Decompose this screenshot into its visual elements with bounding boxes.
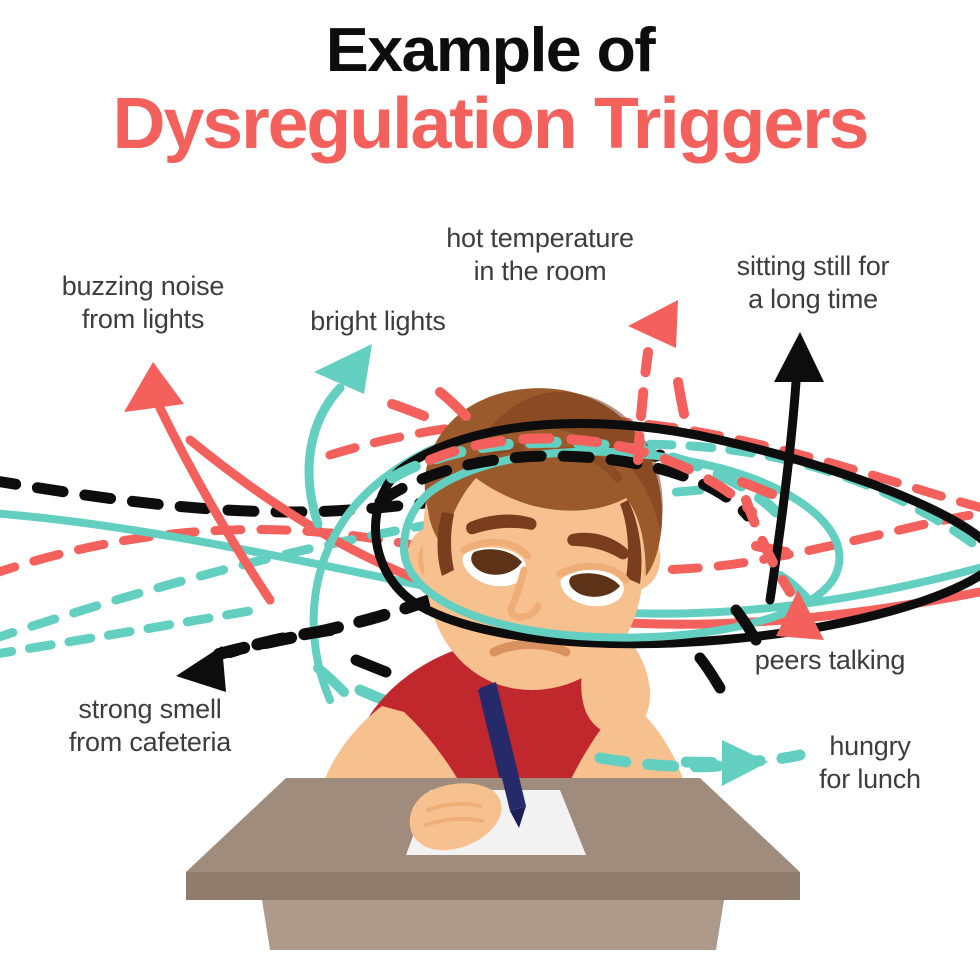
trigger-label-hot-temperature-in-the-room: hot temperature in the room <box>446 223 634 286</box>
arrow-head <box>776 590 824 640</box>
left-hand-front <box>409 783 502 851</box>
arrow-head <box>628 300 678 348</box>
desk-base <box>262 900 724 950</box>
arrow-head <box>722 740 768 786</box>
sideburn-left <box>437 512 454 576</box>
swirl-teal-tick-2 <box>313 663 349 697</box>
trigger-label-sitting-still-for-a-long-time: sitting still for a long time <box>736 251 890 314</box>
swirl-red-tick-2 <box>435 387 471 421</box>
swirl-red-dashed-hair <box>425 433 757 517</box>
arrow-head <box>774 332 824 382</box>
page-title: Example of Dysregulation Triggers <box>0 16 980 165</box>
eye-right-iris <box>569 573 620 597</box>
arrow-shaft <box>155 403 275 605</box>
trigger-label-hungry-for-lunch: hungry for lunch <box>819 731 921 794</box>
arrow-hungry-for-lunch <box>594 740 768 786</box>
trigger-label-bright-lights: bright lights <box>310 306 446 336</box>
arrow-head <box>176 646 226 692</box>
swirl-lines-foreground <box>124 300 980 786</box>
swirl-black-tick-2 <box>694 652 726 694</box>
swirl-black-tick-1 <box>730 604 762 646</box>
desk-edge <box>186 872 800 900</box>
eye-left-iris <box>471 549 522 575</box>
arrow-hot-temperature-in-the-room <box>628 300 678 465</box>
swirl-red-tick-1 <box>387 399 429 421</box>
pen-front <box>480 682 526 811</box>
arrow-shaft <box>594 752 724 773</box>
arrow-head <box>124 362 184 412</box>
eyelid-line-left <box>460 538 532 560</box>
arrow-shaft <box>224 624 336 658</box>
eyebrow-left <box>466 514 537 535</box>
swirl-red-tick-3 <box>673 377 689 419</box>
mouth <box>489 640 571 657</box>
arrow-peers-talking <box>741 495 824 640</box>
trigger-label-peers-talking: peers talking <box>754 645 906 675</box>
finger-crease-1 <box>426 801 482 812</box>
eyebrow-right <box>567 532 629 560</box>
nose <box>507 566 542 621</box>
arrow-shaft <box>304 383 345 529</box>
trigger-label-strong-smell-from-cafeteria: strong smell from cafeteria <box>68 694 232 757</box>
arrow-bright-lights <box>304 344 372 529</box>
arrow-shaft <box>765 377 801 605</box>
arrow-shaft <box>633 347 653 465</box>
title-line-2: Dysregulation Triggers <box>112 84 869 164</box>
arrow-shaft <box>741 495 795 597</box>
sideburn-right <box>620 500 642 584</box>
swirl-black-ellipse <box>371 418 980 649</box>
arrow-buzzing-noise-from-lights <box>124 362 275 605</box>
pen-nib <box>510 806 526 828</box>
title-line-1: Example of <box>325 16 656 85</box>
arrow-strong-smell-from-cafeteria <box>176 624 336 692</box>
trigger-label-buzzing-noise-from-lights: buzzing noise from lights <box>61 271 225 334</box>
arrow-sitting-still-for-a-long-time <box>765 332 824 605</box>
swirl-black-dashed-hair <box>374 450 754 522</box>
swirl-black-tick-3 <box>350 654 392 678</box>
swirl-red-tick-4 <box>737 477 777 499</box>
swirl-teal-dashed-3 <box>0 605 260 658</box>
arrow-head <box>314 344 372 394</box>
finger-crease-2 <box>424 816 484 827</box>
eyelid-line-right <box>556 562 630 584</box>
